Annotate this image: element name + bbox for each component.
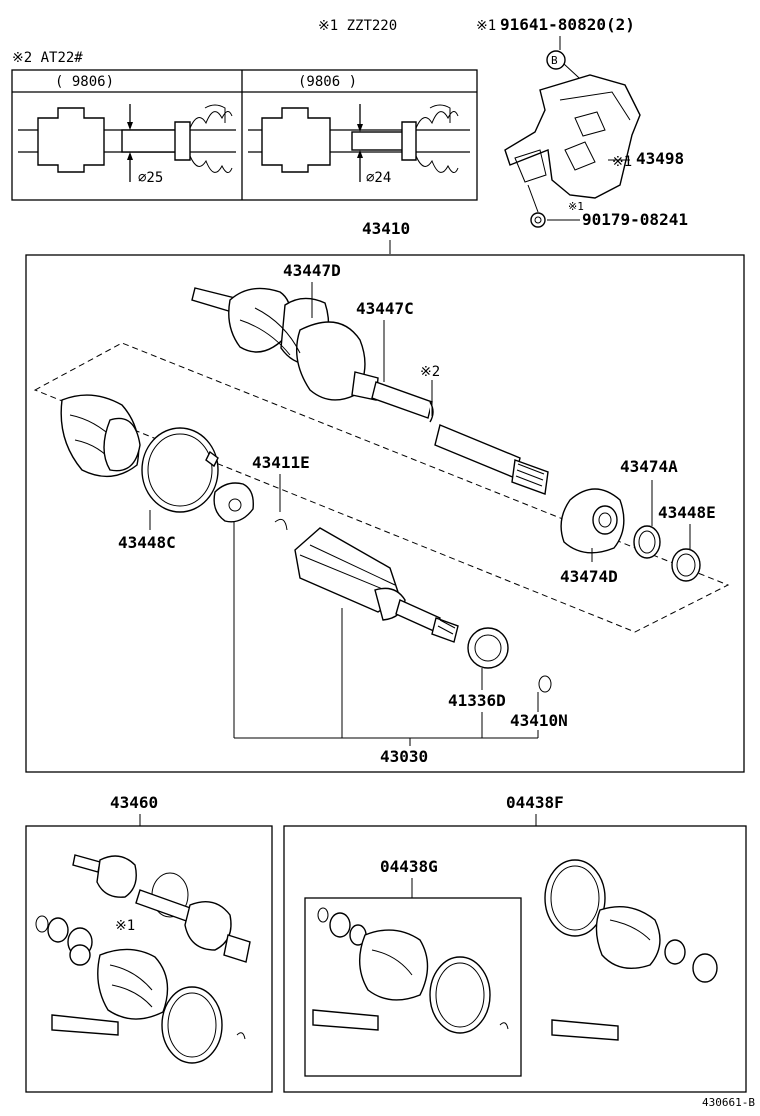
shaft-diameter-inset: ( 9806) (9806 ) ⌀25	[11, 69, 478, 201]
lower-right-sub-frame	[304, 897, 522, 1077]
outer-boot-label[interactable]: 43448C	[118, 533, 176, 552]
inboard-joint-group	[294, 527, 459, 643]
snap-ring-label[interactable]: 43410N	[510, 711, 568, 730]
nut-mark: ※1	[568, 200, 584, 213]
inner-boot-group: 43474D 43474A 43448E	[560, 457, 716, 586]
lower-right-sub-label[interactable]: 04438G	[380, 857, 438, 876]
outer-clamp-d-label[interactable]: 43447D	[283, 261, 341, 280]
diagram-id: 430661-B	[702, 1096, 755, 1109]
inset-right-drawing: ⌀24	[248, 104, 470, 186]
seal-group: 41336D 43410N	[448, 627, 568, 730]
nut-icon	[530, 212, 546, 228]
bracket-group: ※1 91641-80820(2) B ※1 43498 ※1 90179-08…	[476, 15, 688, 229]
outer-joint-shaft: 43447D 43447C ※2	[191, 261, 549, 495]
shaft-part-number[interactable]: 43410	[362, 219, 410, 238]
lower-right-frame	[283, 825, 747, 1093]
spider-label[interactable]: 43411E	[252, 453, 310, 472]
inner-boot-kit-label[interactable]: 43474D	[560, 567, 618, 586]
outer-clamp-c-label[interactable]: 43447C	[356, 299, 414, 318]
inboard-joint-label[interactable]: 43030	[380, 747, 428, 766]
bracket-body	[504, 74, 641, 199]
inset-left-drawing: ⌀25	[18, 104, 236, 186]
lower-left-note: ※1	[115, 918, 135, 934]
inboard-joint-leaders: 43030	[233, 522, 539, 766]
lower-left-drawing: ※1	[35, 854, 251, 1064]
outer-boot-group: 43448C	[60, 394, 219, 552]
bolt-part-number[interactable]: 91641-80820(2)	[500, 15, 635, 34]
inner-clamp-label[interactable]: 43448E	[658, 503, 716, 522]
outer-boot-clamp-ring	[141, 427, 219, 513]
nut-part-number[interactable]: 90179-08241	[582, 210, 688, 229]
inset-right-diameter: ⌀24	[366, 170, 391, 186]
callout-b-circle	[546, 50, 566, 70]
engine-note: ※1 ZZT220	[318, 18, 397, 34]
lower-left-label[interactable]: 43460	[110, 793, 158, 812]
inner-boot-label[interactable]: 43474A	[620, 457, 678, 476]
lower-left-frame	[25, 825, 273, 1093]
at-note: ※2 AT22#	[12, 50, 83, 66]
lower-right-sub-drawing	[312, 907, 509, 1034]
callout-b: B	[551, 54, 558, 67]
bracket-part-number[interactable]: 43498	[636, 149, 684, 168]
inset-left-label: ( 9806)	[55, 74, 114, 90]
boot-kit-outline	[33, 342, 730, 633]
lower-right-label[interactable]: 04438F	[506, 793, 564, 812]
lower-right-drawing	[544, 859, 718, 1041]
note-2-mark: ※2	[420, 364, 440, 380]
bracket-mark: ※1	[612, 154, 632, 170]
main-assembly-frame	[25, 254, 745, 773]
inset-left-diameter: ⌀25	[138, 170, 163, 186]
inset-right-label: (9806 )	[298, 74, 357, 90]
spider-group: 43411E	[213, 453, 310, 531]
bolt-mark: ※1	[476, 18, 496, 34]
seal-label[interactable]: 41336D	[448, 691, 506, 710]
